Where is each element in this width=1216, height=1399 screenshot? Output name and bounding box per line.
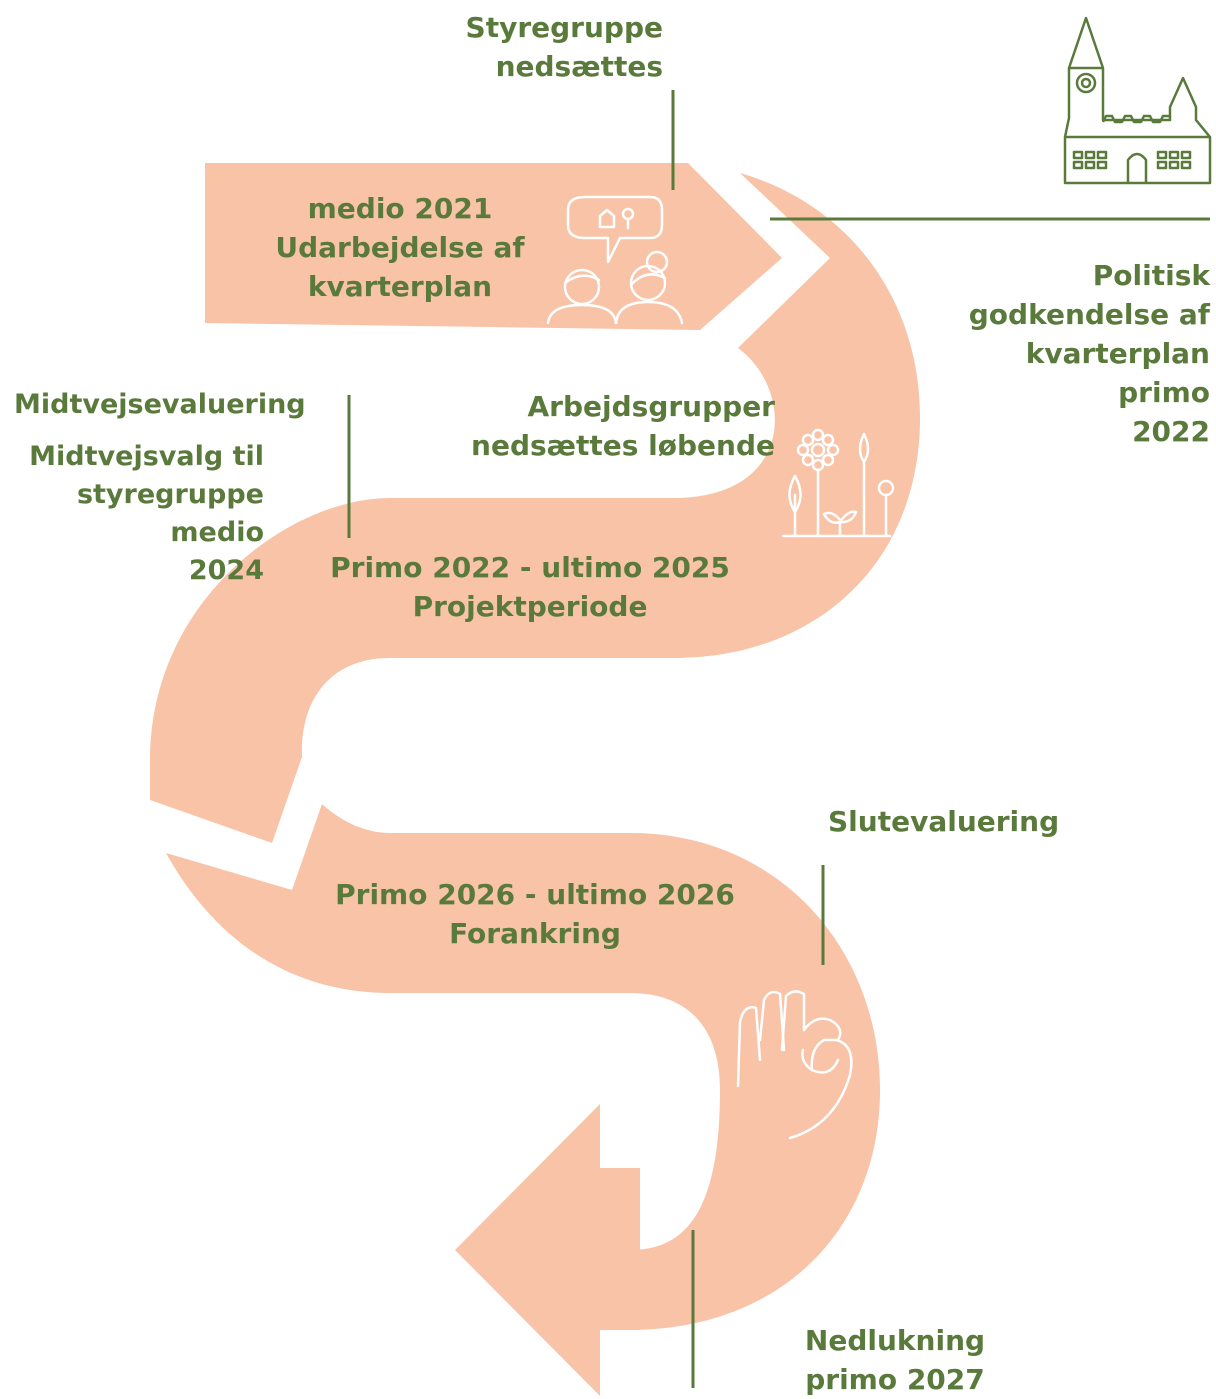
midtvejsvalg-line4: 2024: [188, 555, 264, 586]
nedlukning-label: Nedlukning primo 2027: [790, 1321, 1000, 1399]
road-upper-bend: [150, 173, 920, 843]
midtvejsvalg-line3: medio: [170, 517, 264, 548]
phase2-label: Primo 2022 - ultimo 2025 Projektperiode: [300, 548, 760, 626]
politisk-line1: Politisk: [1092, 259, 1210, 292]
midtvejsevaluering-label: Midtvejsevaluering: [14, 385, 306, 424]
phase3-line1: Primo 2026 - ultimo 2026: [335, 878, 735, 911]
midtvejsvalg-label: Midtvejsvalg til styregruppe medio 2024: [29, 438, 264, 590]
road-arrow-start: [205, 163, 782, 330]
phase1-line3: kvarterplan: [307, 270, 493, 303]
styregruppe-label: Styregruppe nedsættes: [466, 8, 663, 86]
ok-hand-icon: [736, 990, 853, 1140]
midtvejsvalg-line2: styregruppe: [76, 479, 264, 510]
politisk-line4: primo: [1118, 376, 1210, 409]
milestone-lines: [347, 90, 1210, 1388]
road-arrow-end: [455, 1104, 640, 1396]
people-talking-icon: [546, 195, 684, 325]
phase1-line2: Udarbejdelse af: [275, 231, 525, 264]
nedlukning-line1: Nedlukning: [804, 1324, 986, 1357]
politisk-line3: kvarterplan: [1025, 337, 1210, 370]
phase3-label: Primo 2026 - ultimo 2026 Forankring: [305, 875, 765, 953]
midtvejsevaluering-line1: Midtvejsevaluering: [14, 389, 306, 420]
phase1-line1: medio 2021: [307, 192, 493, 225]
arbejdsgrupper-line2: nedsættes løbende: [471, 429, 775, 462]
arbejdsgrupper-label: Arbejdsgrupper nedsættes løbende: [471, 387, 775, 465]
politisk-line2: godkendelse af: [968, 298, 1210, 331]
road-lower-bend: [166, 804, 880, 1330]
phase2-line2: Projektperiode: [412, 590, 648, 623]
slutevaluering-line1: Slutevaluering: [828, 805, 1060, 838]
slutevaluering-label: Slutevaluering: [828, 802, 1059, 841]
plants-icon: [781, 428, 895, 538]
politisk-label: Politisk godkendelse af kvarterplan prim…: [969, 256, 1210, 451]
styregruppe-line2: nedsættes: [495, 50, 663, 83]
styregruppe-line1: Styregruppe: [465, 11, 663, 44]
midtvejsvalg-line1: Midtvejsvalg til: [29, 441, 264, 472]
nedlukning-line2: primo 2027: [805, 1363, 985, 1396]
politisk-line5: 2022: [1132, 415, 1210, 448]
city-hall-icon: [1063, 16, 1212, 185]
road-shape: [150, 163, 920, 1396]
phase3-line2: Forankring: [449, 917, 621, 950]
phase2-line1: Primo 2022 - ultimo 2025: [330, 551, 730, 584]
arbejdsgrupper-line1: Arbejdsgrupper: [527, 390, 776, 423]
phase1-label: medio 2021 Udarbejdelse af kvarterplan: [250, 189, 550, 306]
